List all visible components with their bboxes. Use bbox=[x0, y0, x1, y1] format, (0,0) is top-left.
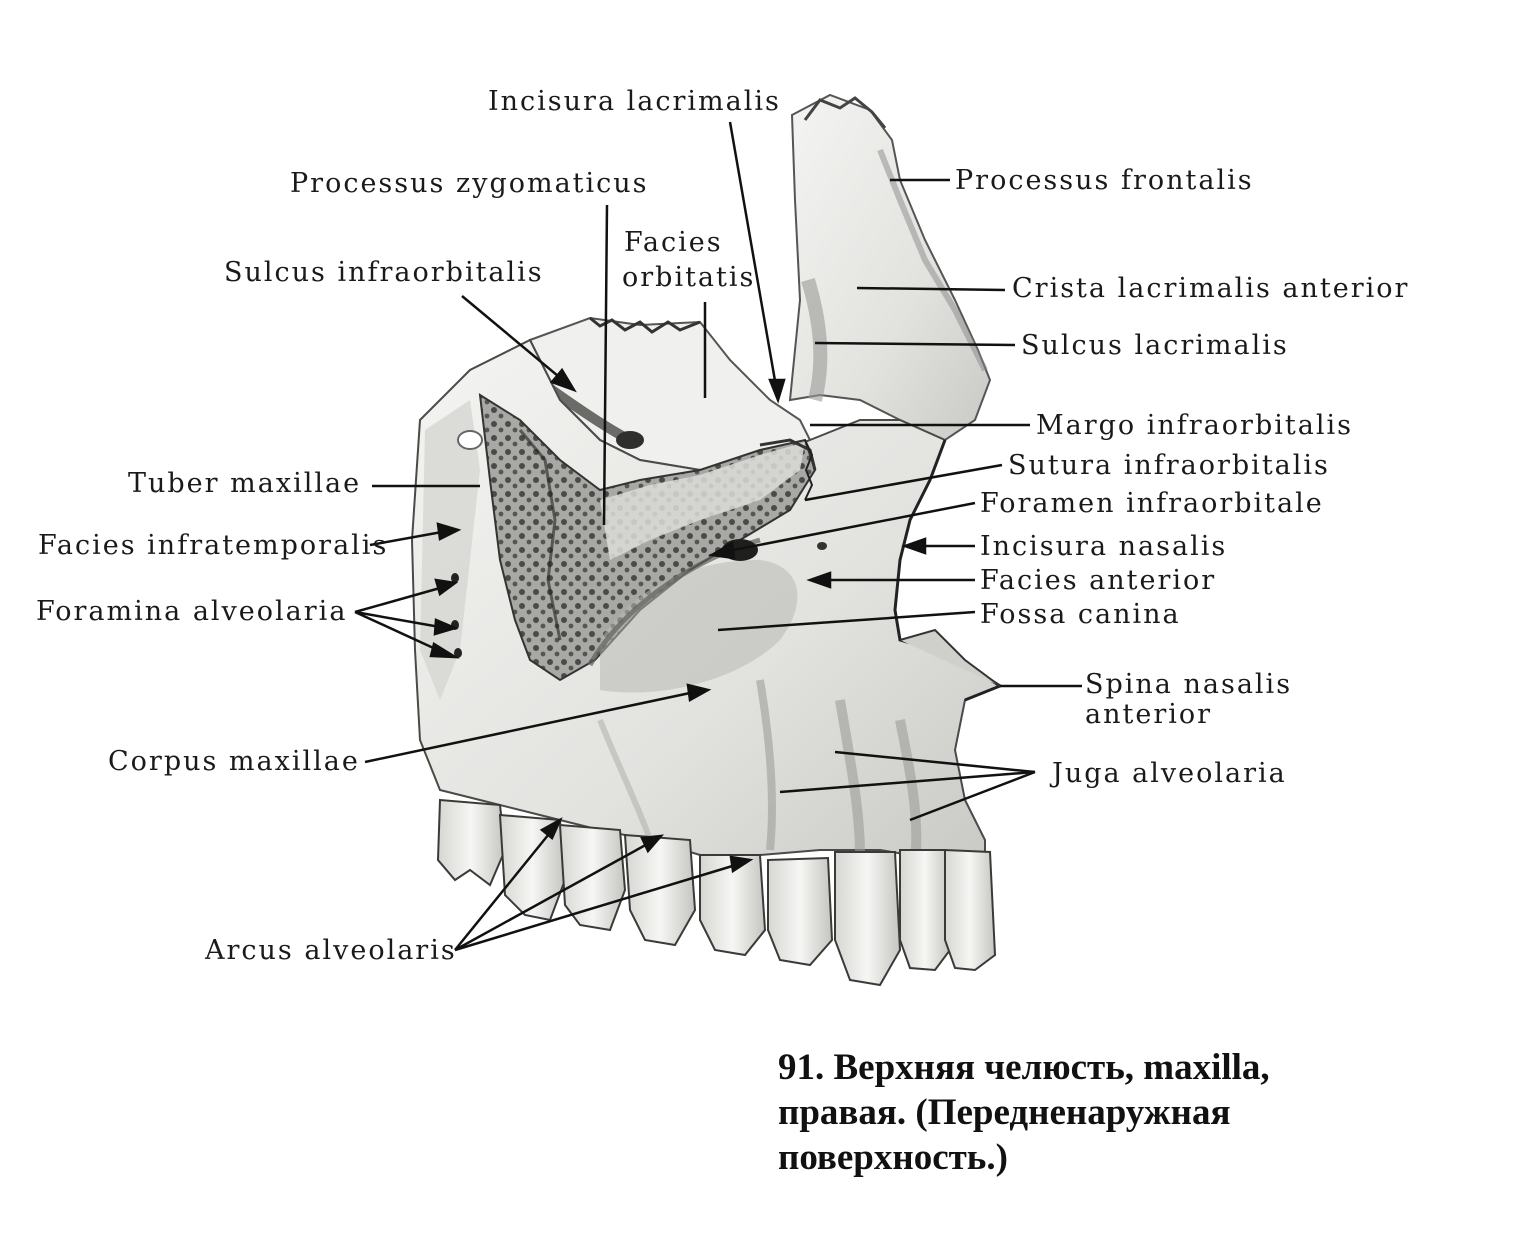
label-sulcus-lacrimalis: Sulcus lacrimalis bbox=[1021, 330, 1289, 361]
label-sutura-infraorbitalis: Sutura infraorbitalis bbox=[1008, 450, 1330, 481]
label-margo-infraorbitalis: Margo infraorbitalis bbox=[1036, 410, 1353, 441]
label-facies-orbitatis-line2: orbitatis bbox=[622, 262, 756, 293]
label-crista-lacrimalis-anterior: Crista lacrimalis anterior bbox=[1012, 273, 1410, 304]
leader-lines bbox=[354, 121, 1082, 952]
label-spina-nasalis-line1: Spina nasalis bbox=[1085, 669, 1293, 700]
tooth-incisor-lateral bbox=[834, 851, 902, 987]
juga-alveolaria-ridge-2 bbox=[895, 719, 922, 861]
label-facies-orbitatis-line1: Facies bbox=[624, 227, 723, 258]
frontal-serrated-edge bbox=[803, 96, 887, 129]
small-foramen-dot bbox=[817, 542, 827, 550]
foramen-alveolare-3 bbox=[454, 648, 462, 658]
label-facies-infratemporalis: Facies infratemporalis bbox=[38, 530, 389, 561]
tooth-premolar-2 bbox=[623, 833, 697, 947]
fossa-canina-shape bbox=[600, 560, 798, 693]
label-foramina-alveolaria: Foramina alveolaria bbox=[36, 596, 348, 627]
label-incisura-lacrimalis: Incisura lacrimalis bbox=[488, 86, 781, 117]
tooth-premolar-1 bbox=[699, 854, 767, 957]
label-foramen-infraorbitale: Foramen infraorbitale bbox=[980, 488, 1324, 519]
label-sulcus-infraorbitalis: Sulcus infraorbitalis bbox=[224, 257, 544, 288]
caption-line-3: поверхность.) bbox=[778, 1137, 1008, 1178]
figure-caption: 91. Верхняя челюсть, maxilla, правая. (П… bbox=[778, 1045, 1498, 1180]
sutura-infraorbitalis-line bbox=[804, 439, 814, 501]
caption-line-2: правая. (Передненаружная bbox=[778, 1092, 1231, 1133]
label-tuber-maxillae: Tuber maxillae bbox=[128, 468, 362, 499]
sulcus-lacrimalis-groove bbox=[801, 277, 828, 402]
label-arcus-alveolaris: Arcus alveolaris bbox=[205, 935, 457, 966]
spina-nasalis-shape bbox=[899, 628, 1001, 687]
infraorbital-canal-opening bbox=[616, 431, 644, 449]
label-processus-zygomaticus: Processus zygomaticus bbox=[290, 168, 649, 199]
label-juga-alveolaria: Juga alveolaria bbox=[1052, 758, 1287, 789]
foramen-alveolare-1 bbox=[451, 573, 459, 583]
processus-frontalis-shape bbox=[788, 93, 992, 442]
label-facies-anterior: Facies anterior bbox=[980, 565, 1217, 596]
tooth-molar-3 bbox=[436, 798, 507, 887]
juga-alveolaria-ridge-1 bbox=[835, 699, 865, 856]
caption-line-1: 91. Верхняя челюсть, maxilla, bbox=[778, 1047, 1270, 1088]
margo-infraorbitalis-edge bbox=[759, 438, 817, 471]
label-corpus-maxillae: Corpus maxillae bbox=[108, 746, 360, 777]
tooth-canine bbox=[767, 856, 834, 967]
label-processus-frontalis: Processus frontalis bbox=[955, 165, 1254, 196]
label-spina-nasalis-line2: anterior bbox=[1085, 699, 1213, 730]
label-fossa-canina: Fossa canina bbox=[980, 599, 1181, 630]
tooth-incisor-central-1 bbox=[899, 849, 952, 972]
tooth-incisor-central-2 bbox=[944, 848, 997, 972]
label-incisura-nasalis: Incisura nasalis bbox=[980, 531, 1228, 562]
